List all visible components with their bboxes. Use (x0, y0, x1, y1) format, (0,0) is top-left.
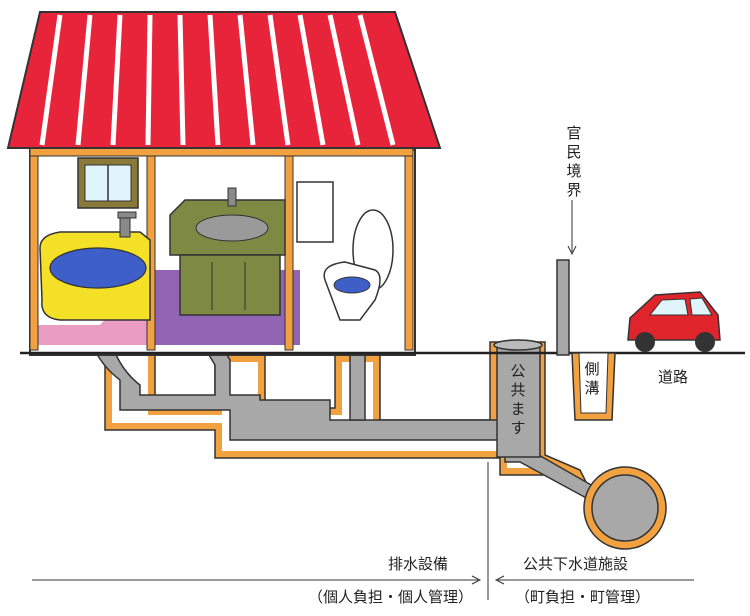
roof (6, 11, 442, 149)
car-icon (627, 291, 721, 352)
boundary-label: 官民境界 (566, 124, 582, 199)
responsibility-divider (32, 462, 694, 600)
boundary-marker (556, 200, 577, 356)
window-icon (77, 157, 139, 209)
public-side-note: （町負担・町管理） (515, 588, 651, 606)
road-label: 道路 (658, 368, 689, 386)
toilet-icon (296, 181, 394, 321)
bathtub-icon (39, 211, 151, 321)
sink-icon (169, 187, 286, 316)
public-basin-label: 公共ます (510, 362, 526, 437)
private-side-title: 排水設備 (388, 555, 449, 573)
private-side-note: （個人負担・個人管理） (308, 588, 474, 606)
side-ditch-label: 側溝 (584, 360, 600, 397)
cleanout (583, 466, 667, 550)
public-basin (493, 339, 543, 458)
public-side-title: 公共下水道施設 (523, 555, 629, 573)
side-ditch (571, 352, 616, 421)
